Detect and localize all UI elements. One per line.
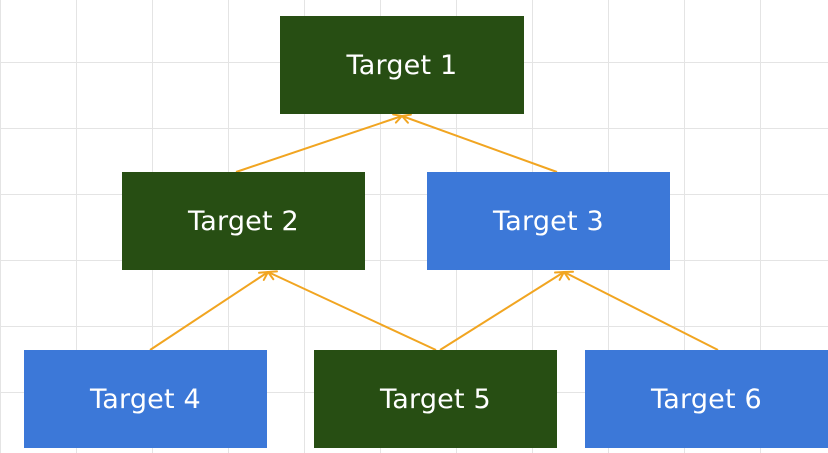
node-label: Target 3 <box>493 205 604 237</box>
edge-n3-to-n1 <box>401 115 558 173</box>
arrowhead-icon <box>392 113 403 124</box>
edge-n4-to-n2 <box>149 271 269 351</box>
arrowhead-icon <box>554 271 565 281</box>
edge-n2-to-n1 <box>235 115 403 173</box>
node-target-4[interactable]: Target 4 <box>24 350 267 448</box>
edge-n6-to-n3 <box>563 271 719 351</box>
node-target-2[interactable]: Target 2 <box>122 172 365 270</box>
node-target-1[interactable]: Target 1 <box>280 16 524 114</box>
node-label: Target 4 <box>90 383 201 415</box>
node-target-5[interactable]: Target 5 <box>314 350 557 448</box>
edge-n5-to-n3 <box>439 271 565 351</box>
node-target-6[interactable]: Target 6 <box>585 350 828 448</box>
arrowhead-icon <box>258 271 269 281</box>
edge-n5-to-n2 <box>267 271 437 351</box>
node-label: Target 6 <box>651 383 762 415</box>
node-label: Target 2 <box>188 205 299 237</box>
arrowhead-icon <box>267 270 278 281</box>
node-target-3[interactable]: Target 3 <box>427 172 670 270</box>
node-label: Target 1 <box>346 49 458 81</box>
arrowhead-icon <box>563 270 574 281</box>
arrowhead-icon <box>401 113 412 124</box>
node-label: Target 5 <box>380 383 491 415</box>
